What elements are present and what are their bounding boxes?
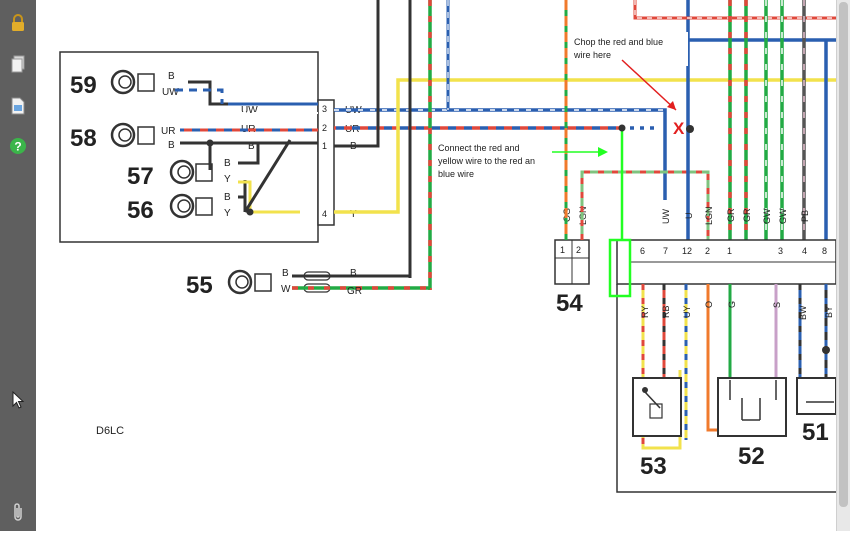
svg-text:1: 1: [560, 245, 565, 255]
unit-52-label: 52: [738, 443, 765, 470]
svg-text:7: 7: [663, 246, 668, 256]
connector-block: [317, 99, 335, 226]
relay-53-label: 53: [640, 453, 667, 480]
lamp-59: 59 B UW: [70, 69, 179, 99]
svg-text:GR: GR: [726, 208, 736, 222]
svg-text:Connect the red and: Connect the red and: [438, 143, 520, 153]
svg-text:B: B: [282, 268, 289, 279]
lamp-55: 55 B W: [186, 268, 331, 299]
svg-text:G: G: [727, 301, 737, 308]
svg-text:Y: Y: [350, 209, 357, 220]
svg-text:BW: BW: [798, 305, 808, 320]
svg-text:wire here: wire here: [573, 50, 611, 60]
svg-text:RY: RY: [640, 306, 650, 318]
svg-text:3: 3: [778, 246, 783, 256]
svg-text:UY: UY: [682, 305, 692, 318]
wiring-diagram: 59 B UW 58 UR B 57 B Y 56 B Y UW UR B 3: [59, 0, 837, 493]
svg-text:?: ?: [14, 140, 21, 154]
svg-text:B: B: [224, 192, 231, 203]
svg-text:W: W: [281, 284, 291, 295]
svg-text:UW: UW: [241, 105, 258, 116]
unit-51-label: 51: [802, 419, 829, 446]
svg-text:2: 2: [322, 123, 327, 133]
svg-text:GR: GR: [347, 286, 362, 297]
svg-text:B: B: [168, 140, 175, 151]
svg-text:UW: UW: [162, 87, 179, 98]
svg-text:Y: Y: [224, 174, 231, 185]
pointer-icon: [12, 391, 25, 409]
lamp-58-label: 58: [70, 125, 97, 152]
svg-text:LGN: LGN: [704, 206, 714, 225]
paperclip-icon: [14, 503, 22, 521]
svg-text:2: 2: [576, 245, 581, 255]
document-page[interactable]: 59 B UW 58 UR B 57 B Y 56 B Y UW UR B 3: [36, 0, 837, 531]
svg-text:UW: UW: [661, 209, 671, 224]
relay-53: 53: [632, 377, 682, 480]
svg-text:B: B: [248, 141, 255, 152]
svg-text:GR: GR: [742, 208, 752, 222]
unit-52: 52: [717, 377, 787, 470]
svg-text:GW: GW: [778, 208, 788, 224]
svg-text:UR: UR: [161, 126, 175, 137]
svg-text:Chop the red and blue: Chop the red and blue: [574, 37, 663, 47]
svg-text:1: 1: [322, 141, 327, 151]
svg-text:yellow wire to the red an: yellow wire to the red an: [438, 156, 535, 166]
scrollbar-thumb[interactable]: [839, 2, 848, 507]
help-button[interactable]: ?: [7, 135, 29, 157]
toolbar-sidebar: ?: [0, 0, 37, 531]
svg-text:4: 4: [802, 246, 807, 256]
vertical-scrollbar[interactable]: [836, 0, 850, 531]
svg-text:U: U: [684, 213, 694, 220]
lamp-59-label: 59: [70, 72, 97, 99]
svg-text:B: B: [350, 268, 357, 279]
connect-annotation: Connect the red and yellow wire to the r…: [432, 124, 632, 298]
lamp-56-label: 56: [127, 197, 154, 224]
svg-text:RB: RB: [661, 305, 671, 318]
pages-icon: [11, 55, 25, 73]
document-button[interactable]: [7, 95, 29, 117]
lamp-56: 56 B Y: [127, 192, 231, 224]
svg-text:6: 6: [640, 246, 645, 256]
pages-button[interactable]: [7, 53, 29, 75]
help-icon: ?: [10, 138, 26, 154]
svg-text:O: O: [704, 301, 714, 308]
svg-text:blue wire: blue wire: [438, 169, 474, 179]
svg-text:PB: PB: [800, 210, 810, 222]
chop-annotation: Chop the red and blue wire here X: [568, 32, 694, 138]
svg-text:2: 2: [705, 246, 710, 256]
lock-button[interactable]: [7, 12, 29, 34]
lock-icon: [12, 14, 24, 31]
connector-54: 1 2 54: [554, 239, 590, 317]
svg-text:12: 12: [682, 246, 692, 256]
svg-text:Y: Y: [224, 208, 231, 219]
svg-text:GW: GW: [762, 208, 772, 224]
select-tool-button[interactable]: [7, 389, 29, 411]
svg-text:8: 8: [822, 246, 827, 256]
svg-text:S: S: [772, 302, 782, 308]
svg-text:BY: BY: [824, 306, 834, 318]
lamp-57-label: 57: [127, 163, 154, 190]
svg-text:B: B: [168, 71, 175, 82]
connector-54-label: 54: [556, 290, 583, 317]
lamp-57: 57 B Y: [127, 158, 231, 190]
document-icon: [11, 97, 25, 115]
attachments-button[interactable]: [7, 501, 29, 523]
svg-text:3: 3: [322, 104, 327, 114]
diagram-code: D6LC: [96, 425, 124, 437]
svg-text:4: 4: [322, 209, 327, 219]
unit-51: 51: [796, 377, 837, 446]
lamp-55-label: 55: [186, 272, 213, 299]
cut-mark: X: [673, 119, 685, 138]
lamp-58: 58 UR B: [70, 122, 175, 152]
svg-text:B: B: [224, 158, 231, 169]
svg-text:1: 1: [727, 246, 732, 256]
